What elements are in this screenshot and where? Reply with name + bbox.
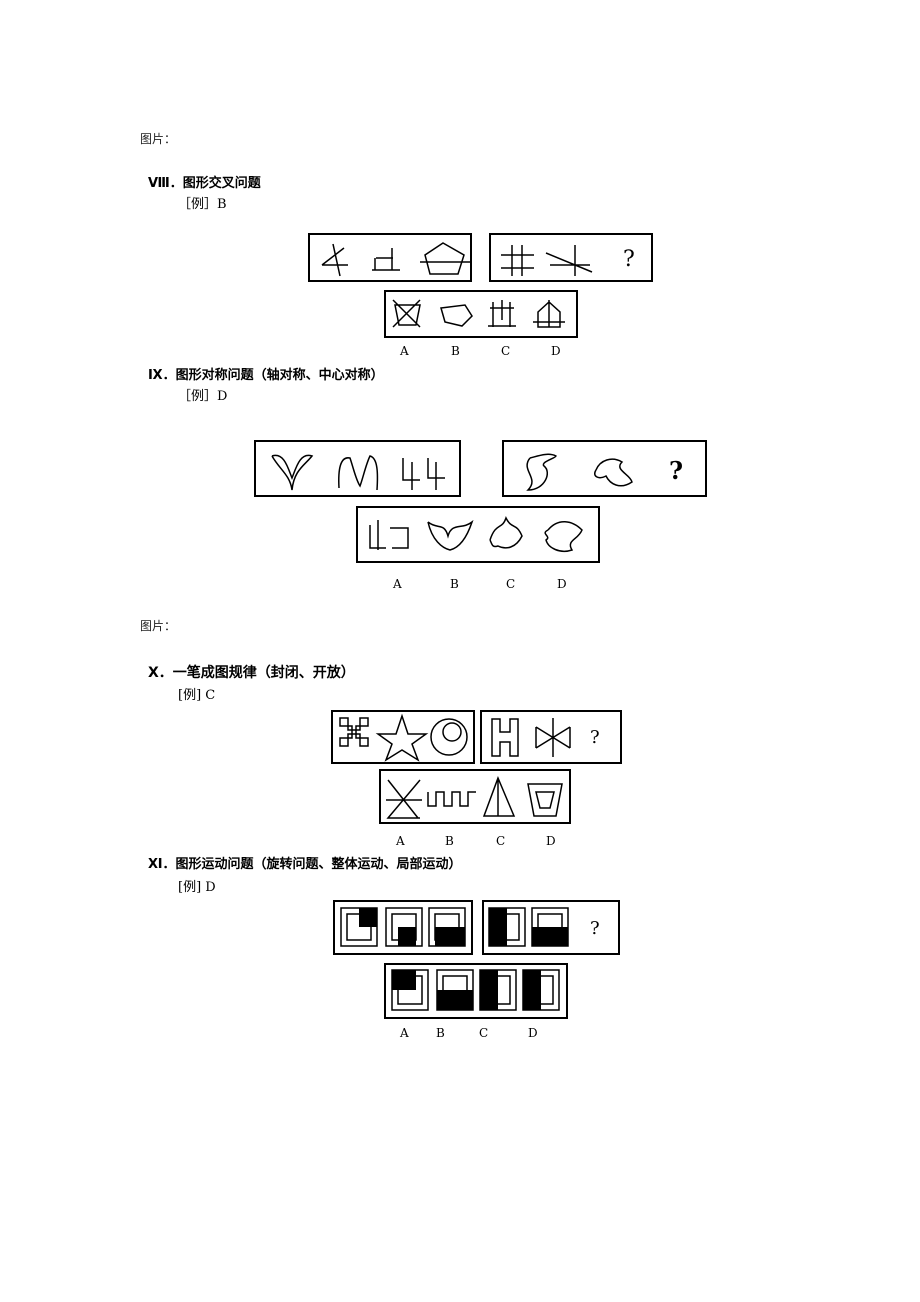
question-box-right (489, 233, 653, 282)
option-a: A (400, 344, 409, 358)
option-d: D (551, 344, 561, 358)
option-a: A (396, 834, 405, 848)
section-11-example: [例] D (178, 880, 216, 895)
options-box (384, 290, 578, 338)
section-9-title: Ⅸ．图形对称问题（轴对称、中心对称） (148, 368, 384, 383)
question-box-left (308, 233, 472, 282)
option-c: C (501, 344, 511, 358)
option-d: D (528, 1026, 538, 1040)
section-10-title: Ⅹ．一笔成图规律（封闭、开放） (148, 665, 355, 681)
option-a: A (393, 577, 402, 591)
option-c: C (506, 577, 516, 591)
option-a: A (400, 1026, 409, 1040)
section-8-example: ［例］B (178, 197, 227, 212)
option-c: C (479, 1026, 489, 1040)
option-d: D (546, 834, 556, 848)
section-11-title: Ⅺ．图形运动问题（旋转问题、整体运动、局部运动） (148, 857, 462, 872)
option-d: D (557, 577, 567, 591)
option-b: B (445, 834, 454, 848)
svg-text:?: ? (590, 727, 600, 748)
section-10-example: [例] C (178, 688, 216, 703)
image-caption-2: 图片： (140, 619, 177, 633)
section-9-example: ［例］D (178, 389, 228, 404)
option-b: B (451, 344, 460, 358)
option-b: B (436, 1026, 445, 1040)
image-caption-1: 图片： (140, 132, 177, 146)
svg-text:?: ? (590, 918, 600, 939)
section-8-title: Ⅷ．图形交叉问题 (148, 176, 261, 191)
svg-text:?: ? (669, 456, 683, 485)
option-b: B (450, 577, 459, 591)
option-c: C (496, 834, 506, 848)
question-mark: ? (623, 247, 635, 272)
